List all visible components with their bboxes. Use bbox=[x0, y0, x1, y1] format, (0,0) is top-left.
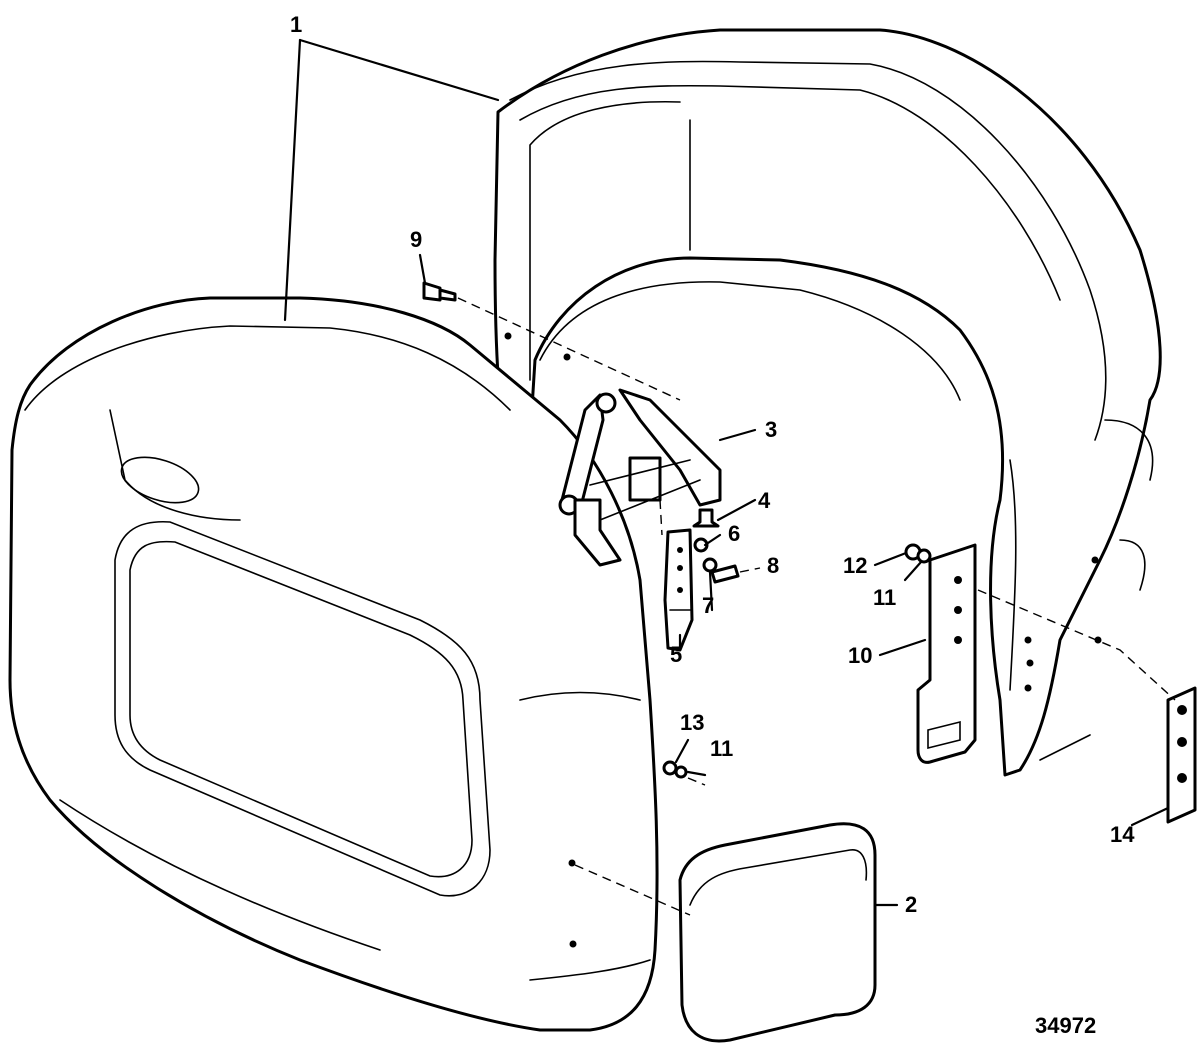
callout-13: 13 bbox=[680, 710, 704, 735]
nut-washer-upper bbox=[904, 543, 932, 564]
callout-8: 8 bbox=[767, 553, 779, 578]
mount-plate bbox=[1166, 686, 1197, 824]
callout-6: 6 bbox=[728, 521, 740, 546]
callout-7: 7 bbox=[702, 593, 714, 618]
pin-and-fasteners bbox=[692, 508, 761, 584]
screw bbox=[422, 281, 457, 302]
callout-11-upper: 11 bbox=[873, 585, 896, 610]
callout-4: 4 bbox=[758, 488, 771, 513]
latch-plate bbox=[663, 528, 694, 652]
nut-washer-lower bbox=[662, 760, 688, 779]
alignment-lines bbox=[457, 297, 1176, 916]
callout-9: 9 bbox=[410, 227, 422, 252]
callout-1: 1 bbox=[290, 12, 302, 37]
callout-labels: 1 9 3 4 6 8 7 5 12 11 10 13 11 2 14 bbox=[290, 12, 1135, 917]
leader-lines bbox=[283, 38, 1170, 907]
latch-assembly bbox=[558, 388, 722, 567]
callout-11-lower: 11 bbox=[710, 736, 733, 761]
front-cowl bbox=[8, 296, 659, 1032]
figure-number: 34972 bbox=[1035, 1013, 1096, 1038]
rear-cowl bbox=[493, 28, 1162, 777]
callout-14: 14 bbox=[1110, 822, 1135, 847]
callout-5: 5 bbox=[670, 642, 682, 667]
callout-2: 2 bbox=[905, 892, 917, 917]
callout-10: 10 bbox=[848, 643, 872, 668]
callout-12: 12 bbox=[843, 553, 867, 578]
callout-3: 3 bbox=[765, 417, 777, 442]
trim-plate bbox=[678, 822, 877, 1043]
side-bracket bbox=[916, 543, 977, 764]
